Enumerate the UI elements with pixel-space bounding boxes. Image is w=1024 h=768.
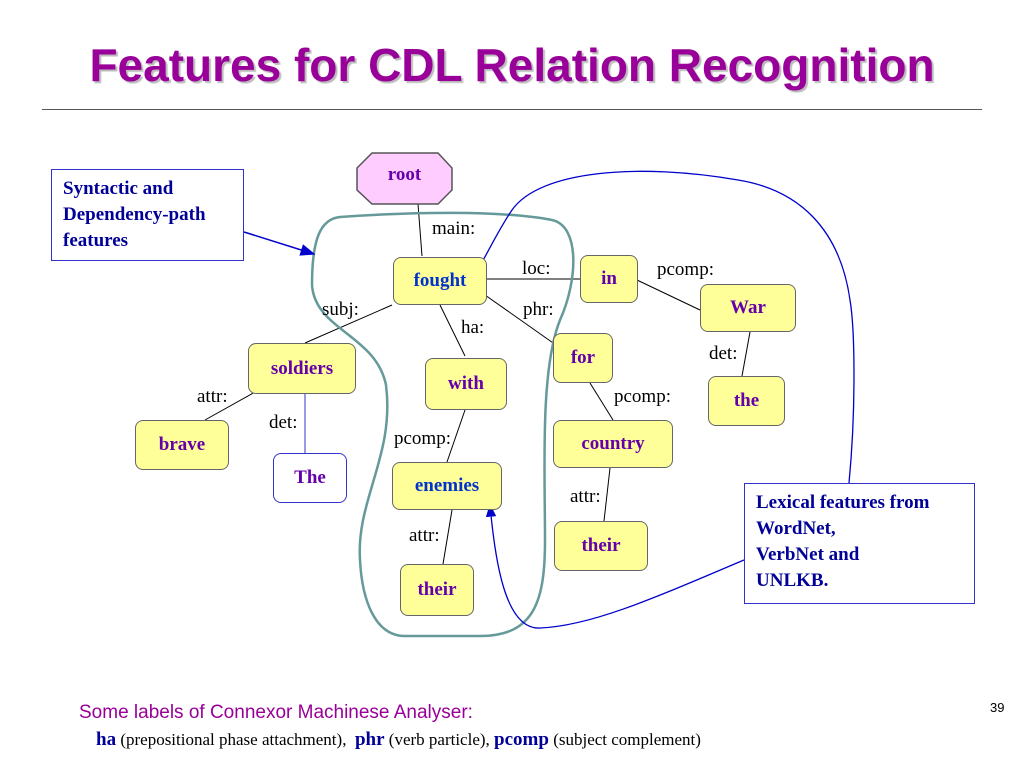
edge-label-attr-soldiers: attr:	[197, 386, 228, 407]
lexical-callout-line-1: Lexical features from	[756, 492, 930, 513]
node-fought: fought	[393, 257, 487, 305]
edge-enemies-their	[442, 509, 453, 565]
abbr-pcomp-desc: (subject complement)	[553, 730, 701, 749]
footer-note: Some labels of Connexor Machinese Analys…	[79, 702, 473, 723]
node-in: in	[580, 255, 638, 303]
edge-label-attr-enemies: attr:	[409, 525, 440, 546]
node-enemies: enemies	[392, 462, 502, 510]
edge-label-pcomp-in: pcomp:	[657, 259, 714, 280]
node-for: for	[553, 333, 613, 383]
edge-label-pcomp-for: pcomp:	[614, 386, 671, 407]
node-their-country: their	[554, 521, 648, 571]
syntactic-callout-arrow	[243, 231, 316, 256]
edge-war-the	[741, 331, 751, 377]
lexical-arrow-to-fought	[471, 170, 855, 484]
edge-in-war	[636, 279, 701, 311]
edge-soldiers-brave	[204, 391, 256, 421]
edge-label-ha: ha:	[461, 317, 485, 338]
edge-label-subj: subj:	[322, 299, 359, 320]
edge-label-attr-country: attr:	[570, 486, 601, 507]
node-the-det: The	[273, 453, 347, 503]
node-their-enemies: their	[400, 564, 474, 616]
node-soldiers: soldiers	[248, 343, 356, 394]
syntactic-callout-line-1: Syntactic and	[63, 178, 174, 199]
abbr-pcomp-term: pcomp	[494, 729, 549, 750]
syntactic-callout-line-3: features	[63, 230, 129, 251]
abbr-phr-term: phr	[354, 729, 385, 750]
lexical-arrow-to-enemies	[485, 503, 745, 629]
syntactic-callout-line-2: Dependency-path	[63, 204, 206, 225]
node-war: War	[700, 284, 796, 332]
syntactic-region-outline	[310, 211, 575, 638]
edge-label-loc: loc:	[522, 258, 551, 279]
edge-root-fought	[417, 203, 423, 257]
edge-fought-soldiers	[304, 304, 393, 344]
abbr-phr-desc: (verb particle),	[388, 730, 490, 749]
syntactic-features-callout: Syntactic and Dependency-path features	[51, 169, 244, 261]
edge-fought-with	[439, 304, 466, 357]
node-country: country	[553, 420, 673, 468]
edge-fought-for	[484, 294, 557, 346]
node-root: root	[387, 164, 422, 185]
edge-label-det-war: det:	[709, 343, 738, 364]
edge-label-pcomp-with: pcomp:	[394, 428, 451, 449]
edge-label-phr: phr:	[523, 299, 554, 320]
edge-label-det-soldiers: det:	[269, 412, 298, 433]
title-divider	[42, 109, 982, 110]
edge-label-main: main:	[432, 218, 476, 239]
edge-for-country	[589, 382, 614, 421]
abbr-ha-term: ha	[96, 729, 117, 750]
lexical-callout-line-3: VerbNet and	[756, 544, 860, 565]
page-number: 39	[990, 700, 1005, 715]
edge-country-their	[603, 467, 611, 522]
edge-with-enemies	[446, 409, 466, 463]
footer-abbreviations: ha (prepositional phase attachment), phr…	[96, 729, 701, 751]
root-octagon	[356, 152, 453, 205]
lexical-callout-line-4: UNLKB.	[756, 570, 829, 591]
abbr-ha-desc: (prepositional phase attachment),	[120, 730, 347, 749]
lexical-features-callout: Lexical features from WordNet, VerbNet a…	[744, 483, 975, 604]
slide-title: Features for CDL Relation Recognition	[89, 39, 935, 91]
node-with: with	[425, 358, 507, 410]
node-brave: brave	[135, 420, 229, 470]
node-the-war: the	[708, 376, 785, 426]
lexical-callout-line-2: WordNet,	[756, 518, 836, 539]
